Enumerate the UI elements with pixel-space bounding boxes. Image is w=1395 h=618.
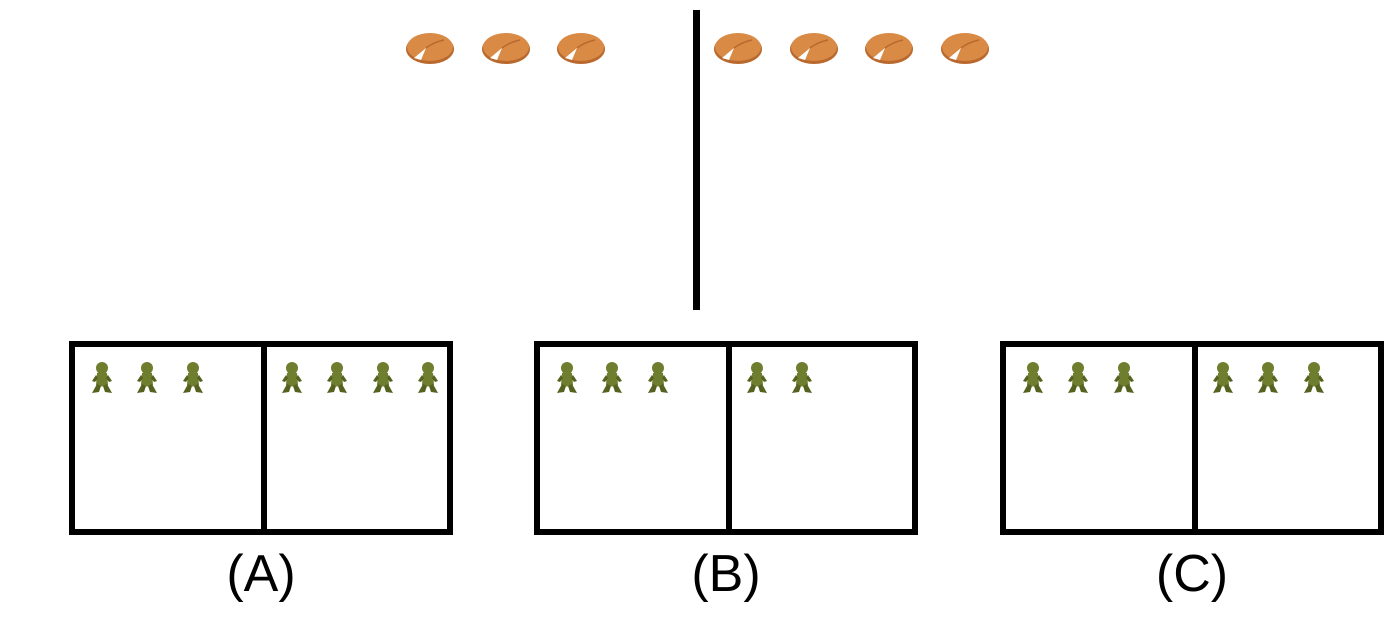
frog-icon xyxy=(1213,362,1233,393)
option-label: (C) xyxy=(1155,545,1229,603)
option-label: (B) xyxy=(691,545,761,603)
frog-icon xyxy=(602,362,623,393)
frog-icon xyxy=(372,362,393,393)
fortune-cookie-icon xyxy=(865,33,913,64)
option-box xyxy=(534,341,918,535)
fortune-cookie-icon xyxy=(789,33,838,64)
frog-icon xyxy=(792,362,813,393)
frog-icon xyxy=(417,362,438,393)
frog-icon xyxy=(1113,362,1134,393)
fortune-cookie-icon xyxy=(557,33,605,64)
fortune-cookie-icon xyxy=(481,33,530,64)
frog-icon xyxy=(327,362,348,393)
option-box xyxy=(1000,341,1384,535)
frog-icon xyxy=(282,362,302,393)
frog-icon xyxy=(92,362,112,393)
frog-icon xyxy=(557,362,577,393)
box-divider xyxy=(726,347,732,529)
frog-icon xyxy=(1303,362,1324,393)
frog-icon xyxy=(182,362,203,393)
option-label: (A) xyxy=(226,545,296,603)
fortune-cookie-icon xyxy=(940,33,989,64)
center-divider xyxy=(693,10,700,310)
frog-icon xyxy=(1068,362,1089,393)
option-a[interactable]: (A) xyxy=(69,341,453,603)
option-b[interactable]: (B) xyxy=(534,341,918,603)
frog-icon xyxy=(1023,362,1043,393)
fortune-cookie-icon xyxy=(714,33,762,64)
box-divider xyxy=(261,347,267,529)
frog-icon xyxy=(1258,362,1279,393)
fortune-cookie-icon xyxy=(406,33,454,64)
option-box xyxy=(69,341,453,535)
frog-icon xyxy=(747,362,767,393)
frog-icon xyxy=(137,362,158,393)
box-divider xyxy=(1192,347,1198,529)
option-c[interactable]: (C) xyxy=(1000,341,1384,603)
frog-icon xyxy=(647,362,668,393)
